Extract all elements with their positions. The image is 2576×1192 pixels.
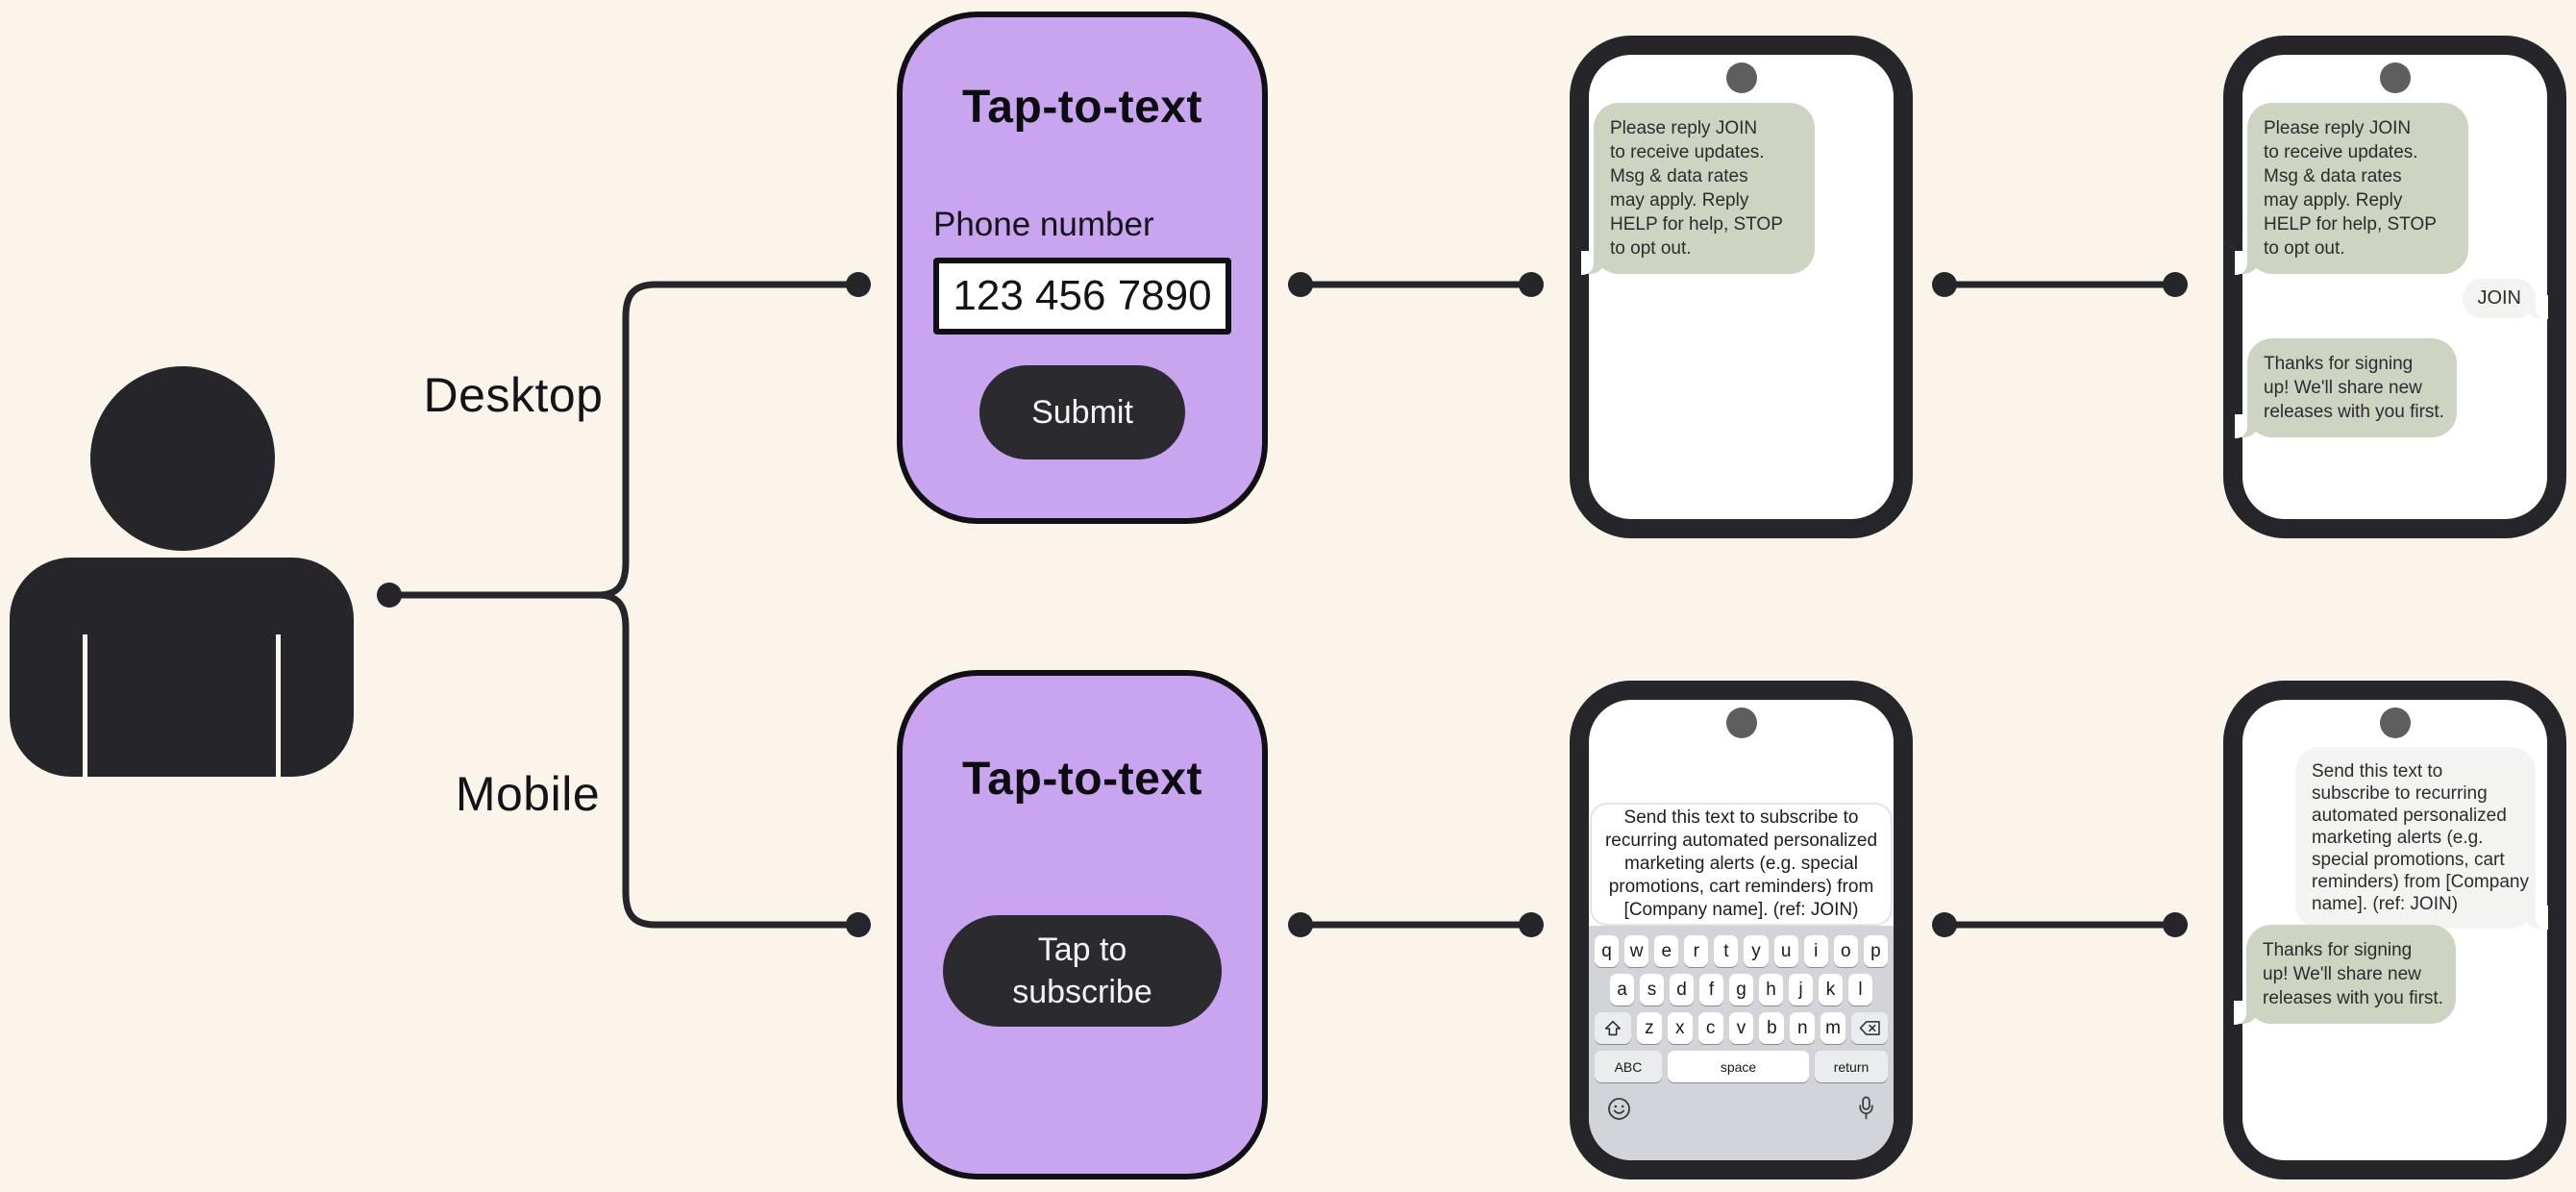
ios-keyboard: q w e r t y u i o p a s d f g h j k l (1589, 926, 1894, 1160)
key-w[interactable]: w (1624, 935, 1649, 967)
mobile-signup-card: Tap-to-text Tap to subscribe (897, 670, 1268, 1180)
key-x[interactable]: x (1667, 1012, 1693, 1044)
space-key[interactable]: space (1668, 1051, 1809, 1082)
key-r[interactable]: r (1684, 935, 1709, 967)
incoming-message-bubble: Please reply JOIN to receive updates. Ms… (1581, 103, 1815, 275)
phone-desktop-confirm: Please reply JOIN to receive updates. Ms… (2223, 36, 2566, 538)
outgoing-message-bubble: Send this text to subscribe to recurring… (2295, 747, 2548, 930)
camera-dot-icon (1725, 708, 1757, 738)
phone-number-input[interactable]: 123 456 7890 (933, 258, 1231, 335)
key-v[interactable]: v (1728, 1012, 1754, 1044)
card-title: Tap-to-text (962, 82, 1202, 133)
phone-number-value: 123 456 7890 (953, 272, 1212, 319)
key-a[interactable]: a (1610, 974, 1634, 1006)
desktop-branch-label: Desktop (423, 368, 604, 422)
compose-text-field[interactable]: Send this text to subscribe to recurring… (1590, 803, 1893, 926)
phone-mobile-confirm: Send this text to subscribe to recurring… (2223, 681, 2566, 1180)
person-branch-line (385, 281, 862, 929)
key-i[interactable]: i (1803, 935, 1828, 967)
key-d[interactable]: d (1670, 974, 1694, 1006)
key-b[interactable]: b (1759, 1012, 1785, 1044)
key-s[interactable]: s (1640, 974, 1664, 1006)
key-y[interactable]: y (1744, 935, 1769, 967)
key-g[interactable]: g (1729, 974, 1753, 1006)
key-n[interactable]: n (1790, 1012, 1816, 1044)
emoji-smiley-icon[interactable] (1606, 1096, 1632, 1122)
backspace-key[interactable] (1851, 1012, 1889, 1044)
return-key[interactable]: return (1815, 1051, 1888, 1082)
shift-icon (1602, 1018, 1623, 1039)
microphone-icon[interactable] (1856, 1095, 1876, 1122)
shift-key[interactable] (1595, 1012, 1631, 1044)
key-u[interactable]: u (1773, 935, 1798, 967)
key-m[interactable]: m (1821, 1012, 1846, 1044)
keyboard-bottom-row (1595, 1089, 1888, 1128)
keyboard-row-4: ABC space return (1595, 1051, 1888, 1082)
abc-key[interactable]: ABC (1595, 1051, 1662, 1082)
key-j[interactable]: j (1789, 974, 1813, 1006)
key-t[interactable]: t (1714, 935, 1739, 967)
phone-number-label: Phone number (933, 206, 1154, 243)
key-p[interactable]: p (1863, 935, 1888, 967)
connector-dots (377, 272, 2188, 937)
key-c[interactable]: c (1697, 1012, 1723, 1044)
key-f[interactable]: f (1699, 974, 1723, 1006)
key-l[interactable]: l (1848, 974, 1872, 1006)
user-head-icon (90, 366, 275, 551)
key-o[interactable]: o (1833, 935, 1858, 967)
keyboard-row-2: a s d f g h j k l (1595, 974, 1888, 1006)
desktop-signup-card: Tap-to-text Phone number 123 456 7890 Su… (897, 12, 1268, 524)
user-body-icon (10, 558, 354, 777)
key-e[interactable]: e (1654, 935, 1679, 967)
backspace-icon (1858, 1019, 1882, 1037)
incoming-thanks-bubble: Thanks for signing up! We'll share new r… (2234, 925, 2456, 1025)
incoming-message-bubble: Please reply JOIN to receive updates. Ms… (2235, 103, 2468, 275)
key-k[interactable]: k (1819, 974, 1843, 1006)
key-q[interactable]: q (1595, 935, 1620, 967)
phone-desktop-optin: Please reply JOIN to receive updates. Ms… (1570, 36, 1913, 538)
phone-mobile-compose: Send this text to subscribe to recurring… (1570, 681, 1913, 1180)
incoming-thanks-bubble: Thanks for signing up! We'll share new r… (2235, 338, 2457, 438)
mobile-branch-label: Mobile (455, 767, 601, 821)
key-h[interactable]: h (1759, 974, 1783, 1006)
outgoing-join-bubble: JOIN (2463, 279, 2548, 319)
camera-dot-icon (2379, 708, 2411, 738)
keyboard-row-1: q w e r t y u i o p (1595, 935, 1888, 967)
keyboard-row-3: z x c v b n m (1595, 1012, 1889, 1044)
tap-to-subscribe-button[interactable]: Tap to subscribe (943, 915, 1222, 1027)
camera-dot-icon (1725, 62, 1757, 93)
key-z[interactable]: z (1637, 1012, 1662, 1044)
camera-dot-icon (2379, 62, 2411, 93)
submit-button[interactable]: Submit (979, 365, 1185, 459)
card-title: Tap-to-text (962, 754, 1202, 805)
